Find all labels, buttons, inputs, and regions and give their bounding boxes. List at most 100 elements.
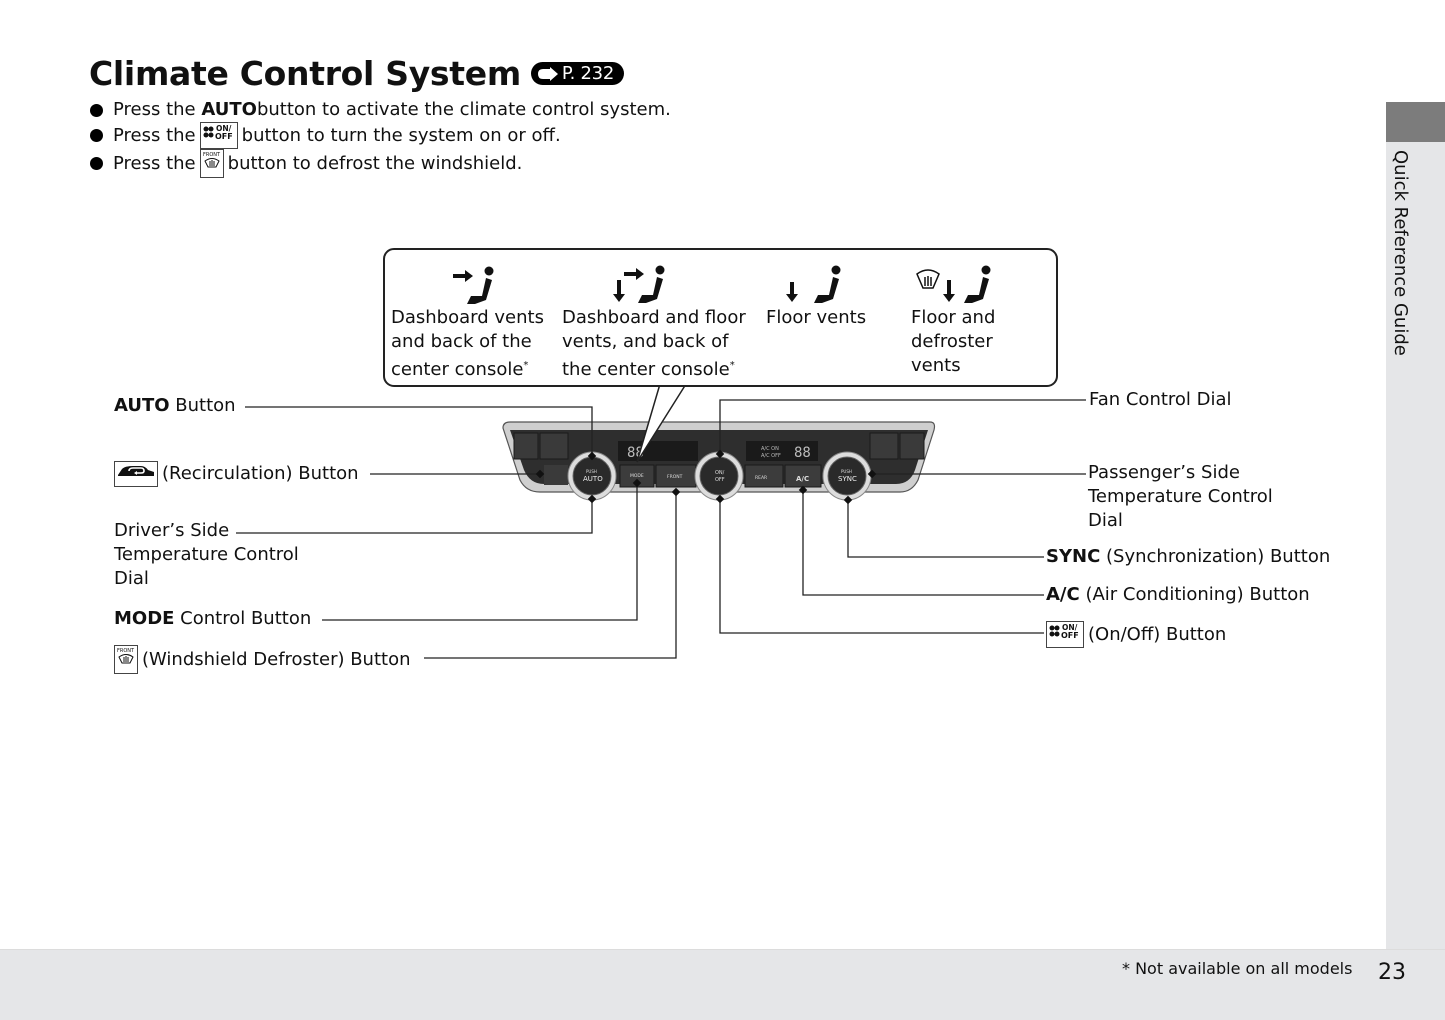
floor-vent-mode-icon [786, 265, 841, 303]
bullet-dot [90, 129, 103, 142]
auto-dial-label: AUTO [583, 475, 603, 483]
instruction-item: Press the FRONT button to defrost the wi… [89, 149, 671, 178]
instruction-text: button to activate the climate control s… [256, 99, 671, 120]
label-text: Control Button [174, 608, 312, 629]
side-tab-text: Quick Reference Guide [1390, 150, 1411, 356]
fan-on-off-icon: ON/OFF [1046, 621, 1084, 648]
climate-control-panel: 88 A/C ON A/C OFF 88 MODE FRONT REAR A/C… [502, 421, 936, 501]
fan-control-dial-label: Fan Control Dial [1089, 389, 1232, 410]
mode-label: Floor and defroster vents [911, 307, 996, 376]
mode-item-dashboard: Dashboard vents and back of the center c… [391, 262, 551, 382]
mode-label: Dashboard and floor vents, and back of t… [562, 307, 746, 380]
mode-label: Floor vents [766, 307, 867, 328]
footnote: * Not available on all models [1122, 959, 1353, 978]
driver-temp-dial[interactable]: PUSH AUTO [567, 451, 617, 501]
front-defrost-icon: FRONT [114, 645, 138, 674]
label-bold: SYNC [1046, 546, 1101, 567]
page-reference-link[interactable]: P. 232 [530, 62, 624, 85]
label-bold: AUTO [114, 395, 170, 416]
display-right-temp: 88 [794, 445, 811, 461]
recirculation-button[interactable] [544, 465, 568, 485]
mode-item-floor: Floor vents [766, 262, 886, 330]
auto-dial-push: PUSH [586, 469, 597, 474]
fan-dial-on: ON/ [715, 470, 725, 476]
callout-pointer [636, 383, 687, 463]
sync-dial-push: PUSH [841, 469, 852, 474]
dashboard-vent-mode-icon [453, 266, 494, 304]
svg-text:ON/: ON/ [1062, 623, 1078, 632]
front-defrost-label: FRONT [667, 474, 683, 480]
passenger-seat-heater-button[interactable] [899, 432, 925, 460]
instruction-text: button to defrost the windshield. [227, 152, 523, 174]
label-text: (Recirculation) Button [162, 463, 359, 484]
svg-text:OFF: OFF [215, 132, 233, 141]
bi-level-vent-mode-icon [613, 265, 665, 303]
mode-callout: Dashboard vents and back of the center c… [383, 248, 1058, 387]
on-off-button-label: ON/OFF (On/Off) Button [1046, 621, 1226, 648]
instruction-text: Press the [113, 99, 196, 120]
label-bold: A/C [1046, 584, 1080, 605]
instruction-list: Press the AUTO button to activate the cl… [89, 98, 671, 178]
svg-text:FRONT: FRONT [203, 152, 221, 158]
label-text: (Windshield Defroster) Button [142, 648, 411, 670]
svg-text:FRONT: FRONT [117, 648, 135, 654]
fan-on-off-icon: ON/OFF [199, 122, 238, 149]
instruction-bold: AUTO [201, 99, 257, 120]
right-display [746, 441, 818, 461]
side-tab [1386, 142, 1445, 949]
label-bold: MODE [114, 608, 175, 629]
side-tab-label: Quick Reference Guide [1386, 150, 1445, 370]
driver-seat-fan-button[interactable] [539, 432, 569, 460]
ac-status-off: A/C OFF [761, 453, 781, 459]
fan-control-dial[interactable]: ON/ OFF [694, 451, 744, 501]
page-reference-text: P. 232 [561, 63, 614, 84]
recirculation-button-label: (Recirculation) Button [114, 461, 359, 487]
label-text: (On/Off) Button [1088, 623, 1227, 645]
auto-button-label: AUTO Button [114, 394, 236, 418]
floor-defrost-mode-icon [916, 265, 991, 303]
leader-lines [236, 399, 1086, 659]
fan-dial-off: OFF [715, 477, 725, 483]
page-title: Climate Control System P. 232 [89, 54, 624, 93]
asterisk: * [729, 360, 735, 371]
page-footer [0, 949, 1445, 1020]
page-title-text: Climate Control System [89, 54, 521, 93]
bullet-dot [90, 157, 103, 170]
ac-status-on: A/C ON [761, 446, 779, 452]
svg-text:OFF: OFF [1061, 631, 1079, 640]
page-number: 23 [1378, 960, 1406, 985]
sync-dial-label: SYNC [838, 475, 857, 483]
arrow-right-icon [537, 66, 558, 81]
rear-defrost-label: REAR [755, 475, 767, 481]
mode-button-label: MODE [630, 473, 644, 479]
front-defrost-icon: FRONT [199, 149, 224, 178]
side-tab-marker [1386, 102, 1445, 142]
leader-dots [535, 449, 877, 505]
windshield-defroster-label: FRONT (Windshield Defroster) Button [114, 645, 411, 674]
ac-button-label: A/C (Air Conditioning) Button [1046, 583, 1310, 607]
mode-item-floor-defrost: Floor and defroster vents [911, 262, 1031, 378]
instruction-text: Press the [113, 124, 196, 146]
recirculation-icon [114, 461, 158, 487]
instruction-text: button to turn the system on or off. [241, 124, 561, 146]
sync-button-label: SYNC (Synchronization) Button [1046, 545, 1330, 569]
mode-label: Dashboard vents and back of the center c… [391, 307, 544, 380]
bullet-dot [90, 103, 103, 117]
svg-text:ON/: ON/ [216, 124, 232, 133]
label-text: Button [169, 395, 236, 416]
passenger-temp-dial-label: Passenger’s Side Temperature Control Dia… [1088, 462, 1273, 531]
driver-seat-heater-button[interactable] [513, 432, 539, 460]
asterisk: * [523, 360, 529, 371]
label-text: (Air Conditioning) Button [1079, 584, 1310, 605]
rear-defrost-button[interactable] [744, 464, 784, 488]
instruction-item: Press the AUTO button to activate the cl… [89, 98, 671, 122]
instruction-item: Press the ON/OFF button to turn the syst… [89, 122, 671, 149]
passenger-temp-dial[interactable]: PUSH SYNC [822, 451, 872, 501]
instruction-text: Press the [113, 152, 196, 174]
ac-button-label: A/C [796, 475, 809, 483]
mode-button-label: MODE Control Button [114, 607, 311, 631]
passenger-seat-fan-button[interactable] [869, 432, 899, 460]
mode-item-bi-level: Dashboard and floor vents, and back of t… [562, 262, 752, 382]
label-text: (Synchronization) Button [1100, 546, 1331, 567]
